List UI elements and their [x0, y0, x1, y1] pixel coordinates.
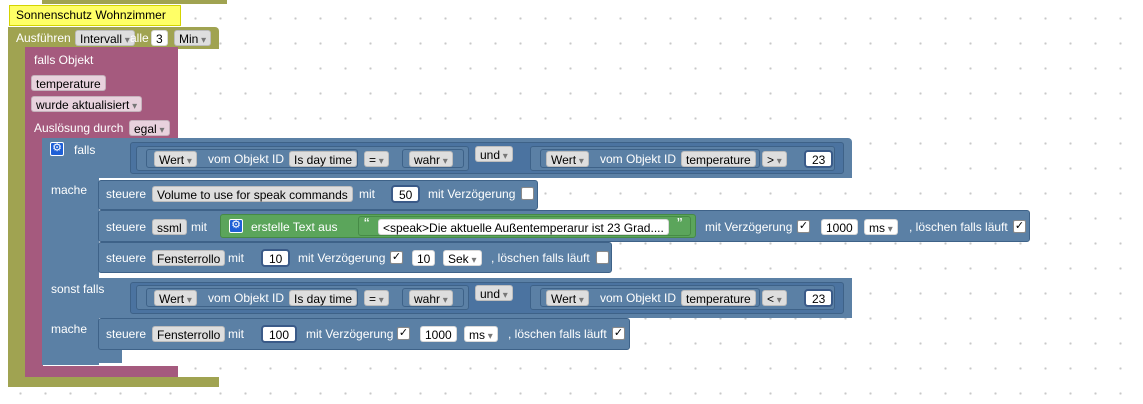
do2-s1-value-input[interactable]: 100	[261, 325, 298, 343]
if2-sonst-label: sonst falls	[51, 282, 105, 296]
schedule-every-label: alle	[130, 31, 149, 45]
schedule-block-arm	[8, 27, 26, 387]
do2-s1-mit-label: mit	[228, 327, 244, 341]
do1-s2-cancel-checkbox[interactable]: ✓	[1013, 220, 1026, 233]
do2-s1-delay-unit-dropdown[interactable]: ms	[464, 326, 498, 342]
quote-open-icon: “	[364, 216, 370, 233]
do1-mache-label: mache	[51, 183, 88, 197]
do1-s3-value-input[interactable]: 10	[261, 249, 291, 267]
do1-s2-delay-value-input[interactable]: 1000	[821, 219, 858, 235]
schedule-mode-dropdown[interactable]: Intervall	[75, 30, 135, 46]
if-falls-label: falls	[74, 143, 96, 157]
schedule-block-bottom	[8, 377, 219, 387]
if2-left-bool-dropdown[interactable]: wahr	[409, 290, 453, 306]
do1-s2-target-field[interactable]: ssml	[152, 219, 187, 235]
if1-right-vom-label: vom Objekt ID	[600, 152, 677, 166]
if1-right-object-field[interactable]: temperature	[681, 151, 756, 167]
if1-joiner-dropdown[interactable]: und	[475, 146, 513, 162]
if1-left-vom-label: vom Objekt ID	[208, 152, 285, 166]
do2-s1-cancel-label: , löschen falls läuft	[508, 327, 607, 341]
do1-s3-target-field[interactable]: Fensterrollo	[152, 250, 226, 266]
if-block-bottom	[42, 348, 122, 363]
do1-s3-value-connector	[252, 250, 258, 264]
do2-s1-delay-checkbox[interactable]: ✓	[397, 327, 410, 340]
if1-right-operator-dropdown[interactable]: >	[762, 151, 787, 167]
do1-s3-delay-label: mit Verzögerung	[298, 251, 386, 265]
do1-s1-delay-label: mit Verzögerung	[428, 187, 516, 201]
top-block-remnant[interactable]	[42, 0, 227, 4]
do2-s1-cancel-checkbox[interactable]: ✓	[612, 327, 625, 340]
if2-right-wert-dropdown[interactable]: Wert	[546, 290, 589, 306]
gear-icon[interactable]: ⚙	[50, 142, 64, 156]
do2-mache-label: mache	[51, 322, 88, 336]
do2-s1-target-field[interactable]: Fensterrollo	[152, 326, 226, 342]
do1-s3-delay-checkbox[interactable]: ✓	[390, 251, 403, 264]
schedule-label: Ausführen	[16, 31, 71, 45]
text-gear-icon[interactable]: ⚙	[229, 219, 243, 233]
do1-s2-delay-checkbox[interactable]: ✓	[797, 220, 810, 233]
if1-right-number-input[interactable]: 23	[804, 150, 834, 168]
do1-s3-delay-value-input[interactable]: 10	[412, 250, 436, 266]
do1-s3-mit-label: mit	[228, 251, 244, 265]
trigger-block-bottom	[25, 366, 178, 377]
do1-s3-steuere-label: steuere	[106, 251, 147, 265]
do2-s1-delay-value-input[interactable]: 1000	[420, 326, 457, 342]
if1-left-bool-dropdown[interactable]: wahr	[409, 151, 453, 167]
do1-s2-text-block-label: erstelle Text aus	[251, 220, 338, 234]
do1-s1-target-field[interactable]: Volume to use for speak commands	[152, 186, 353, 202]
if2-right-object-field[interactable]: temperature	[681, 290, 756, 306]
if1-left-wert-dropdown[interactable]: Wert	[154, 151, 197, 167]
do1-s1-value-input[interactable]: 50	[391, 185, 421, 203]
do2-s1-value-connector	[252, 326, 258, 340]
do1-s2-steuere-label: steuere	[106, 220, 147, 234]
if1-left-object-field[interactable]: Is day time	[289, 151, 358, 167]
if2-right-number-input[interactable]: 23	[804, 289, 834, 307]
trigger-block-arm	[25, 47, 43, 377]
do1-s1-value-connector	[381, 186, 387, 200]
do1-s3-cancel-checkbox[interactable]	[596, 251, 609, 264]
do1-s2-text-input[interactable]: <speak>Die aktuelle Außentemperarur ist …	[378, 219, 669, 235]
do1-s3-delay-unit-dropdown[interactable]: Sek	[443, 250, 482, 266]
do2-s1-steuere-label: steuere	[106, 327, 147, 341]
do1-s2-cancel-label: , löschen falls läuft	[909, 220, 1008, 234]
if2-joiner-dropdown[interactable]: und	[475, 285, 513, 301]
if2-left-operator-dropdown[interactable]: =	[364, 290, 389, 306]
trigger-title: falls Objekt	[34, 53, 94, 67]
do1-s3-cancel-label: , löschen falls läuft	[491, 251, 590, 265]
if2-right-operator-dropdown[interactable]: <	[762, 290, 787, 306]
do1-s2-delay-label: mit Verzögerung	[705, 220, 793, 234]
if2-left-vom-label: vom Objekt ID	[208, 291, 285, 305]
if2-right-vom-label: vom Objekt ID	[600, 291, 677, 305]
quote-close-icon: ”	[677, 216, 683, 233]
if1-right-wert-dropdown[interactable]: Wert	[546, 151, 589, 167]
schedule-count-input[interactable]: 3	[151, 30, 168, 46]
if1-left-operator-dropdown[interactable]: =	[364, 151, 389, 167]
do1-s2-delay-unit-dropdown[interactable]: ms	[864, 219, 898, 235]
do1-s1-mit-label: mit	[359, 187, 375, 201]
do1-s1-steuere-label: steuere	[106, 187, 147, 201]
if-block-arm	[42, 138, 99, 365]
trigger-event-dropdown[interactable]: wurde aktualisiert	[31, 96, 143, 112]
do2-s1-delay-label: mit Verzögerung	[306, 327, 394, 341]
comment-text: Sonnenschutz Wohnzimmer	[16, 8, 166, 22]
do1-s1-delay-checkbox[interactable]	[521, 187, 534, 200]
schedule-unit-dropdown[interactable]: Min	[174, 30, 212, 46]
if2-left-object-field[interactable]: Is day time	[289, 290, 358, 306]
trigger-cause-dropdown[interactable]: egal	[129, 120, 170, 136]
do1-s2-mit-label: mit	[191, 220, 207, 234]
trigger-object-field[interactable]: temperature	[31, 75, 106, 91]
trigger-cause-label: Auslösung durch	[34, 121, 124, 135]
comment-block[interactable]	[9, 5, 181, 26]
if2-left-wert-dropdown[interactable]: Wert	[154, 290, 197, 306]
